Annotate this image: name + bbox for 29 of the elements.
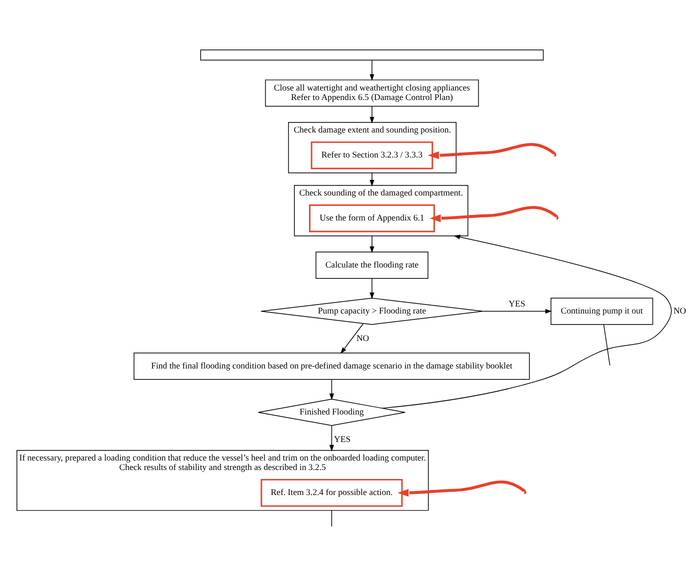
arrow bbox=[329, 424, 334, 452]
arrow bbox=[329, 378, 334, 400]
arrow bbox=[382, 234, 672, 408]
edge-label: NO bbox=[356, 332, 370, 343]
arrow bbox=[430, 205, 558, 222]
node-box: Continuing pump it out bbox=[550, 297, 654, 324]
arrow bbox=[370, 172, 374, 186]
arrow bbox=[370, 59, 374, 80]
node-diamond: Pump capacity > Flooding rate bbox=[260, 297, 484, 324]
arrow bbox=[370, 278, 374, 299]
node-box: Ref. Item 3.2.4 for possible action. bbox=[260, 478, 403, 506]
arrow bbox=[370, 106, 374, 124]
node-box: Calculate the flooding rate bbox=[316, 251, 428, 278]
node-box: Close all watertight and weathertight closing appliances Refer to Appendix 6.5 (Damage Control Plan) bbox=[265, 79, 479, 106]
edge-label: YES bbox=[334, 434, 351, 444]
node-box: Refer to Section 3.2.3 / 3.3.3 bbox=[310, 140, 434, 169]
arrow bbox=[340, 322, 364, 354]
node-diamond: Finished Flooding bbox=[258, 398, 406, 426]
connector bbox=[603, 324, 610, 366]
node-box: Find the final flooding condition based on pre-defined damage scenario in the damage stability booklet bbox=[134, 352, 530, 380]
arrow bbox=[370, 235, 374, 252]
arrow bbox=[428, 142, 556, 159]
connector bbox=[331, 510, 332, 526]
arrow bbox=[398, 480, 526, 496]
node-box bbox=[200, 49, 544, 60]
edge-label: YES bbox=[508, 298, 526, 308]
edge-label: NO bbox=[673, 305, 686, 316]
arrow bbox=[482, 308, 552, 314]
node-box: Use the form of Appendix 6.1 bbox=[309, 204, 435, 232]
